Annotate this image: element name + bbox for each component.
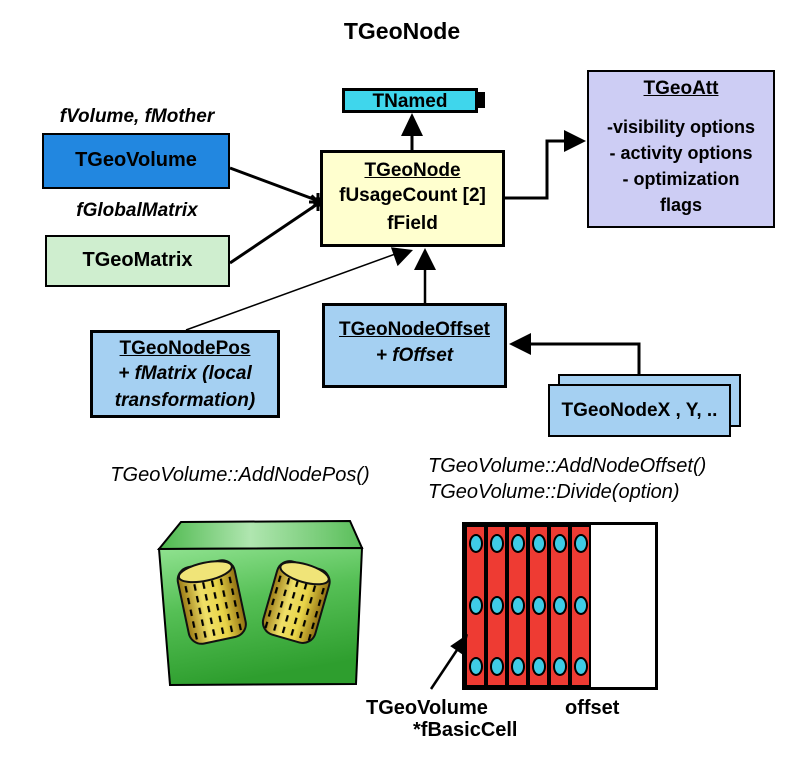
tgeovolume-label: TGeoVolume bbox=[75, 149, 197, 171]
node-ellipse bbox=[552, 595, 567, 615]
label-fvolume-fmother: fVolume, fMother bbox=[59, 106, 215, 127]
label-addnodepos: TGeoVolume::AddNodePos() bbox=[110, 464, 370, 486]
node-ellipse bbox=[573, 534, 588, 553]
label-addnodeoffset: TGeoVolume::AddNodeOffset() bbox=[428, 455, 707, 477]
node-ellipse bbox=[510, 534, 525, 553]
class-box-tgeonodepos: TGeoNodePos + fMatrix (local transformat… bbox=[90, 330, 280, 418]
arrow-fbasiccell bbox=[429, 634, 468, 690]
tgeonodepos-member: transformation) bbox=[114, 390, 256, 411]
node-ellipse bbox=[489, 657, 504, 676]
tgeoatt-title: TGeoAtt bbox=[643, 78, 719, 99]
tgeonode-member: fField bbox=[387, 213, 438, 234]
node-ellipse bbox=[510, 595, 525, 615]
node-ellipse bbox=[552, 534, 567, 553]
green-volume-illustration bbox=[156, 519, 364, 687]
division-cell bbox=[528, 525, 549, 687]
tgeonodepos-member: + fMatrix (local bbox=[118, 363, 252, 384]
arrow-tgeonode-to-tgeoatt bbox=[505, 130, 586, 200]
label-fglobalmatrix: fGlobalMatrix bbox=[76, 200, 198, 221]
arrow-tgeonodepos-to-tgeonode bbox=[185, 247, 413, 331]
tnamed-label: TNamed bbox=[372, 91, 448, 112]
label-offset: offset bbox=[565, 697, 620, 719]
division-cells bbox=[465, 525, 591, 687]
division-cell bbox=[507, 525, 528, 687]
line-tgeovolume-to-tgeonode bbox=[229, 166, 317, 202]
tgeonodeoffset-member: + fOffset bbox=[375, 345, 454, 366]
cylinder-node-right bbox=[261, 560, 331, 644]
node-ellipse bbox=[531, 595, 546, 615]
node-ellipse bbox=[489, 595, 504, 615]
tgeoatt-line: - activity options bbox=[609, 143, 753, 163]
tgeonodeoffset-title: TGeoNodeOffset bbox=[339, 319, 490, 340]
node-ellipse bbox=[573, 657, 588, 676]
class-box-tgeonode: TGeoNode fUsageCount [2] fField bbox=[320, 150, 505, 247]
tgeomatrix-label: TGeoMatrix bbox=[82, 249, 193, 271]
tgeonodex-label: TGeoNodeX , Y, .. bbox=[561, 400, 718, 421]
arrow-tgeonodeoffset-to-tgeonode bbox=[414, 248, 436, 303]
node-ellipse bbox=[573, 595, 588, 615]
label-divide-option: TGeoVolume::Divide(option) bbox=[428, 481, 680, 503]
diagram-title: TGeoNode bbox=[343, 18, 461, 44]
tgeonode-member: fUsageCount [2] bbox=[339, 185, 486, 206]
class-box-tgeomatrix: TGeoMatrix bbox=[45, 235, 230, 287]
node-ellipse bbox=[531, 657, 546, 676]
node-ellipse bbox=[489, 534, 504, 553]
division-cell bbox=[486, 525, 507, 687]
node-ellipse bbox=[552, 657, 567, 676]
division-cell bbox=[549, 525, 570, 687]
node-ellipse bbox=[468, 657, 483, 676]
tgeonodepos-title: TGeoNodePos bbox=[119, 338, 251, 359]
class-box-tgeonodex: TGeoNodeX , Y, .. bbox=[548, 384, 731, 437]
tgeoatt-line: - optimization bbox=[622, 169, 740, 189]
node-ellipse bbox=[510, 657, 525, 676]
tgeoatt-line: -visibility options bbox=[606, 117, 755, 137]
class-box-tnamed: TNamed bbox=[342, 88, 478, 113]
tgeoatt-line: flags bbox=[659, 195, 702, 215]
label-tgeovolume-caption: TGeoVolume bbox=[366, 697, 488, 719]
class-box-tgeovolume: TGeoVolume bbox=[42, 133, 230, 189]
node-ellipse bbox=[468, 534, 483, 553]
tnamed-stack-nub bbox=[477, 92, 485, 108]
division-figure bbox=[462, 522, 658, 690]
class-box-tgeonodeoffset: TGeoNodeOffset + fOffset bbox=[322, 303, 507, 388]
arrow-tgeonode-to-tnamed bbox=[401, 113, 423, 150]
line-tgeomatrix-to-tgeonode bbox=[229, 203, 317, 265]
class-box-tgeoatt: TGeoAtt -visibility options - activity o… bbox=[587, 70, 775, 228]
division-cell bbox=[465, 525, 486, 687]
tgeonode-title: TGeoNode bbox=[364, 160, 461, 181]
node-ellipse bbox=[468, 595, 483, 615]
label-fbasiccell: *fBasicCell bbox=[413, 719, 518, 741]
arrow-tgeonodex-to-tgeonodeoffset bbox=[509, 333, 641, 374]
division-cell bbox=[570, 525, 591, 687]
node-ellipse bbox=[531, 534, 546, 553]
cylinder-node-left bbox=[176, 559, 247, 645]
